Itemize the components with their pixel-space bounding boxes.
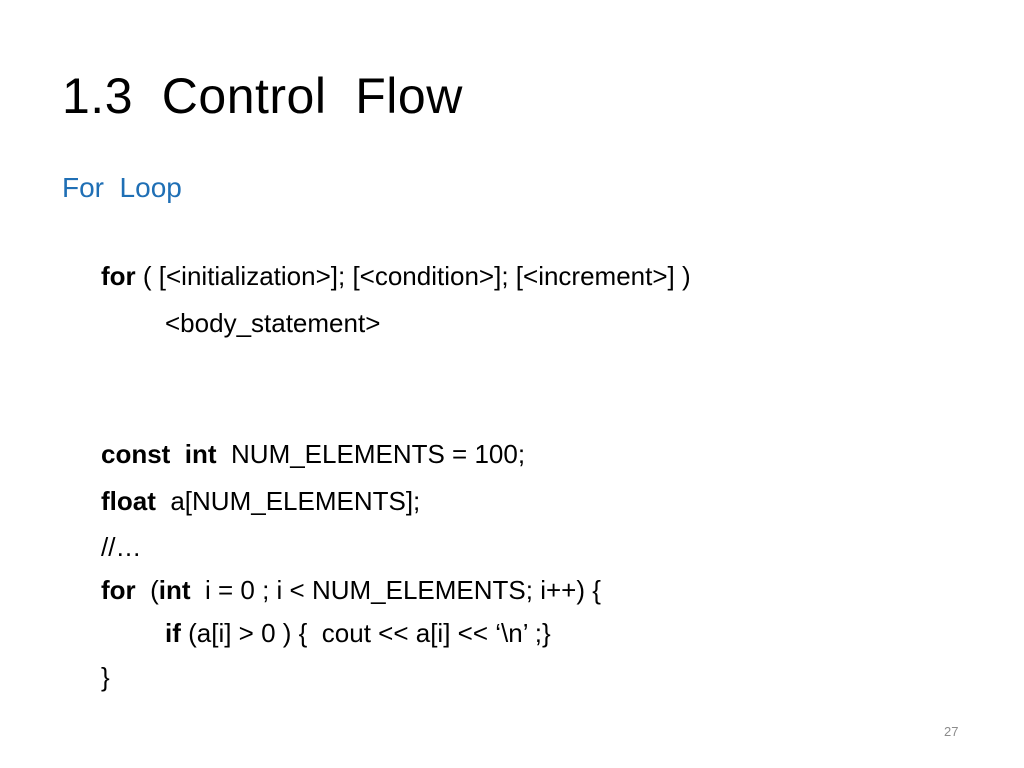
keyword-int: int xyxy=(158,575,191,605)
example-line-4: for (int i = 0 ; i < NUM_ELEMENTS; i++) … xyxy=(101,573,601,607)
syntax-line-2: <body_statement> xyxy=(165,308,381,338)
keyword-int: int xyxy=(184,439,217,469)
keyword-float: float xyxy=(101,486,156,516)
example-line-4-paren: ( xyxy=(135,575,159,605)
syntax-line-1: for ( [<initialization>]; [<condition>];… xyxy=(101,259,691,293)
example-line-4-text: i = 0 ; i < NUM_ELEMENTS; i++) { xyxy=(190,575,601,605)
slide-title: 1.3 Control Flow xyxy=(62,68,463,124)
keyword-for: for xyxy=(101,261,136,291)
example-line-5: if (a[i] > 0 ) { cout << a[i] << ‘\n’ ;} xyxy=(165,616,551,650)
example-line-2: float a[NUM_ELEMENTS]; xyxy=(101,484,420,518)
example-line-1-text: NUM_ELEMENTS = 100; xyxy=(216,439,526,469)
example-line-3: //… xyxy=(101,532,142,562)
keyword-const: const xyxy=(101,439,171,469)
example-line-1: const int NUM_ELEMENTS = 100; xyxy=(101,437,525,471)
page-number: 27 xyxy=(944,724,959,739)
example-line-6: } xyxy=(101,662,110,692)
example-line-5-text: (a[i] > 0 ) { cout << a[i] << ‘\n’ ;} xyxy=(180,618,551,648)
syntax-line-1-text: ( [<initialization>]; [<condition>]; [<i… xyxy=(135,261,691,291)
example-line-2-text: a[NUM_ELEMENTS]; xyxy=(155,486,421,516)
keyword-if: if xyxy=(165,618,181,648)
slide-subtitle: For Loop xyxy=(62,172,182,203)
keyword-for: for xyxy=(101,575,136,605)
